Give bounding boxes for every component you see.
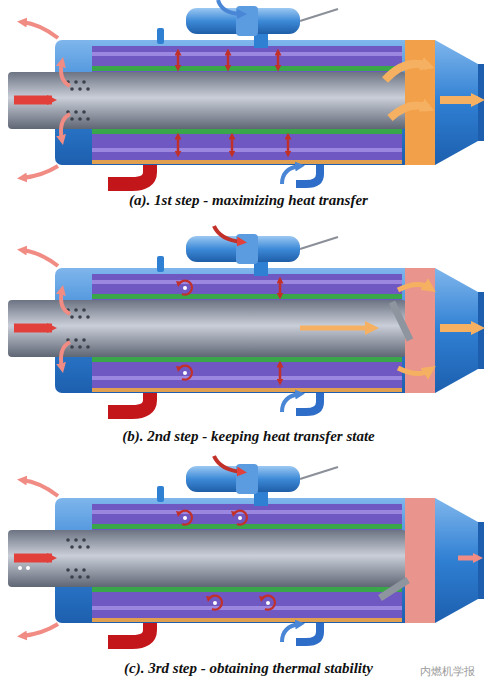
panel-c-device [8,456,484,642]
panel-a-device [8,0,484,184]
step-caption: (b). 2nd step - keeping heat transfer st… [0,428,497,445]
step-caption: (a). 1st step - maximizing heat transfer [0,192,497,209]
panel-b-device [8,226,484,412]
watermark: 内燃机学报 [420,664,475,679]
